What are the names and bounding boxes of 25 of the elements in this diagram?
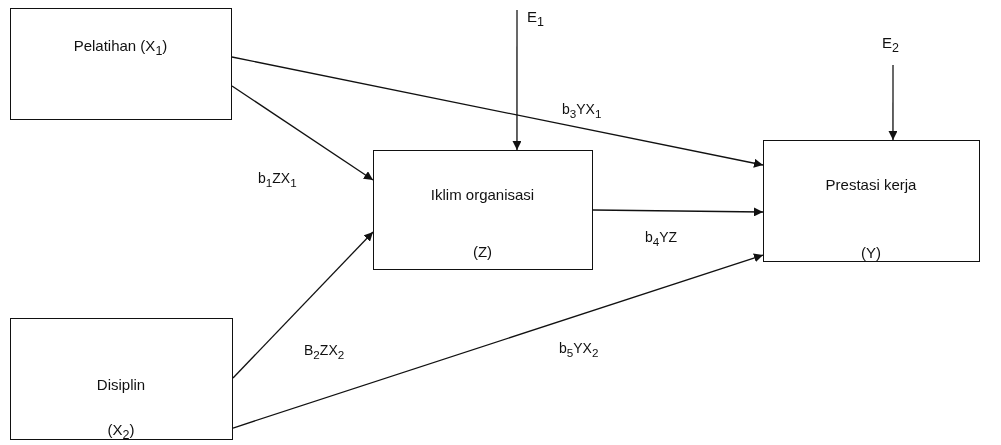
node-label: Pelatihan (X$_{1}$) xyxy=(73,37,168,58)
node-label: Disiplin xyxy=(96,376,146,393)
path-coefficient-label: b$_{4}$YZ xyxy=(643,229,680,248)
node-label: (X$_{2}$) xyxy=(107,421,135,442)
arrow xyxy=(231,85,374,181)
factor-box xyxy=(10,318,233,440)
node-label: Iklim organisasi xyxy=(430,186,535,203)
arrow xyxy=(512,9,522,151)
node-label: Prestasi kerja xyxy=(825,176,917,193)
path-coefficient-label: b$_{3}$YX$_{1}$ xyxy=(560,101,604,120)
factor-box xyxy=(10,8,232,120)
path-coefficient-label: b$_{1}$ZX$_{1}$ xyxy=(256,170,299,189)
path-coefficient-label: B$_{2}$ZX$_{2}$ xyxy=(302,342,347,361)
path-coefficient-label: b$_{5}$YX$_{2}$ xyxy=(557,340,601,359)
arrow xyxy=(888,64,898,141)
arrow xyxy=(592,207,764,217)
factor-box xyxy=(763,140,980,262)
error-term-label: E$_{1}$ xyxy=(527,8,544,29)
arrow xyxy=(232,231,374,379)
factor-box xyxy=(373,150,593,270)
error-term-label: E$_{2}$ xyxy=(882,34,899,55)
node-label: (Z) xyxy=(472,243,493,260)
arrow xyxy=(232,253,764,429)
node-label: (Y) xyxy=(861,244,881,261)
arrow xyxy=(231,56,764,168)
